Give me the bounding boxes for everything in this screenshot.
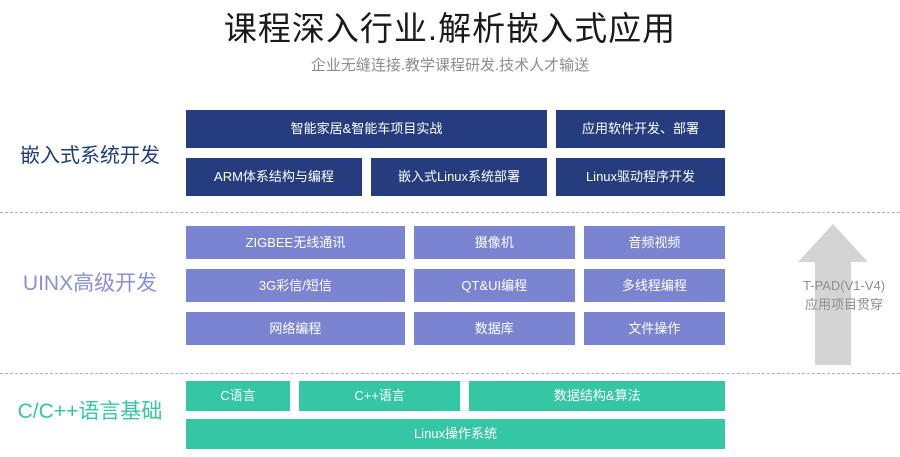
- course-card[interactable]: 应用软件开发、部署: [556, 110, 725, 148]
- cell-gap: [405, 226, 414, 259]
- course-card[interactable]: ARM体系结构与编程: [186, 158, 362, 196]
- course-card[interactable]: 音频视频: [583, 226, 725, 259]
- course-card[interactable]: 文件操作: [583, 312, 725, 345]
- cell-gap: [290, 381, 299, 411]
- table-row: C语言 C++语言 数据结构&算法: [186, 381, 725, 411]
- table-row: 网络编程 数据库 文件操作: [186, 312, 725, 345]
- course-card[interactable]: QT&UI编程: [413, 269, 575, 302]
- course-card[interactable]: 嵌入式Linux系统部署: [371, 158, 547, 196]
- section-label-clang: C/C++语言基础: [17, 400, 163, 423]
- arrow-up-icon: [798, 224, 868, 262]
- cell-gap: [362, 158, 371, 196]
- cell-gap: [575, 312, 584, 345]
- page-title: 课程深入行业.解析嵌入式应用: [223, 10, 677, 47]
- table-row: ARM体系结构与编程 嵌入式Linux系统部署 Linux驱动程序开发: [186, 158, 725, 196]
- cell-gap: [405, 269, 414, 302]
- cell-gap: [547, 158, 556, 196]
- page-header: 课程深入行业.解析嵌入式应用 企业无缝连接.教学课程研发.技术人才输送: [0, 0, 900, 100]
- page-subtitle: 企业无缝连接.教学课程研发.技术人才输送: [310, 57, 590, 74]
- progression-arrow-block: T-PAD(V1-V4) 应用项目贯穿: [788, 224, 900, 374]
- course-card[interactable]: Linux操作系统: [186, 419, 725, 449]
- course-card[interactable]: 数据库: [413, 312, 575, 345]
- cell-gap: [575, 269, 584, 302]
- section-embedded: 嵌入式系统开发 智能家居&智能车项目实战 应用软件开发、部署 ARM体系结构与编…: [0, 110, 900, 198]
- table-row: ZIGBEE无线通讯 摄像机 音频视频: [186, 226, 725, 259]
- course-card[interactable]: 多线程编程: [583, 269, 725, 302]
- course-card[interactable]: 网络编程: [186, 312, 405, 345]
- course-card[interactable]: 3G彩信/短信: [186, 269, 405, 302]
- section-embedded-rows: 智能家居&智能车项目实战 应用软件开发、部署 ARM体系结构与编程 嵌入式Lin…: [186, 110, 725, 206]
- table-row: 智能家居&智能车项目实战 应用软件开发、部署: [186, 110, 725, 148]
- course-card[interactable]: C语言: [186, 381, 290, 411]
- arrow-caption-line2: 应用项目贯穿: [804, 297, 883, 312]
- section-label-uinx: UINX高级开发: [22, 272, 158, 295]
- section-divider: [0, 373, 900, 374]
- section-uinx: UINX高级开发 ZIGBEE无线通讯 摄像机 音频视频 3G彩信/短信 QT&…: [0, 226, 900, 366]
- arrow-caption-line1: T-PAD(V1-V4): [802, 278, 886, 293]
- section-uinx-rows: ZIGBEE无线通讯 摄像机 音频视频 3G彩信/短信 QT&UI编程 多线程编…: [186, 226, 725, 355]
- section-divider: [0, 212, 900, 213]
- section-label-embedded: 嵌入式系统开发: [20, 145, 160, 167]
- cell-gap: [575, 226, 584, 259]
- table-row: 3G彩信/短信 QT&UI编程 多线程编程: [186, 269, 725, 302]
- course-card[interactable]: 数据结构&算法: [469, 381, 725, 411]
- cell-gap: [405, 312, 414, 345]
- course-card[interactable]: C++语言: [298, 381, 461, 411]
- arrow-shaft: [815, 262, 851, 365]
- section-clang: C/C++语言基础 C语言 C++语言 数据结构&算法 Linux操作系统: [0, 381, 900, 451]
- cell-gap: [547, 110, 556, 148]
- arrow-caption: T-PAD(V1-V4) 应用项目贯穿: [780, 276, 900, 314]
- table-row: Linux操作系统: [186, 419, 725, 449]
- course-card[interactable]: 摄像机: [413, 226, 575, 259]
- course-card[interactable]: Linux驱动程序开发: [556, 158, 725, 196]
- course-card[interactable]: 智能家居&智能车项目实战: [186, 110, 547, 148]
- cell-gap: [460, 381, 469, 411]
- section-clang-rows: C语言 C++语言 数据结构&算法 Linux操作系统: [186, 381, 725, 457]
- course-card[interactable]: ZIGBEE无线通讯: [186, 226, 405, 259]
